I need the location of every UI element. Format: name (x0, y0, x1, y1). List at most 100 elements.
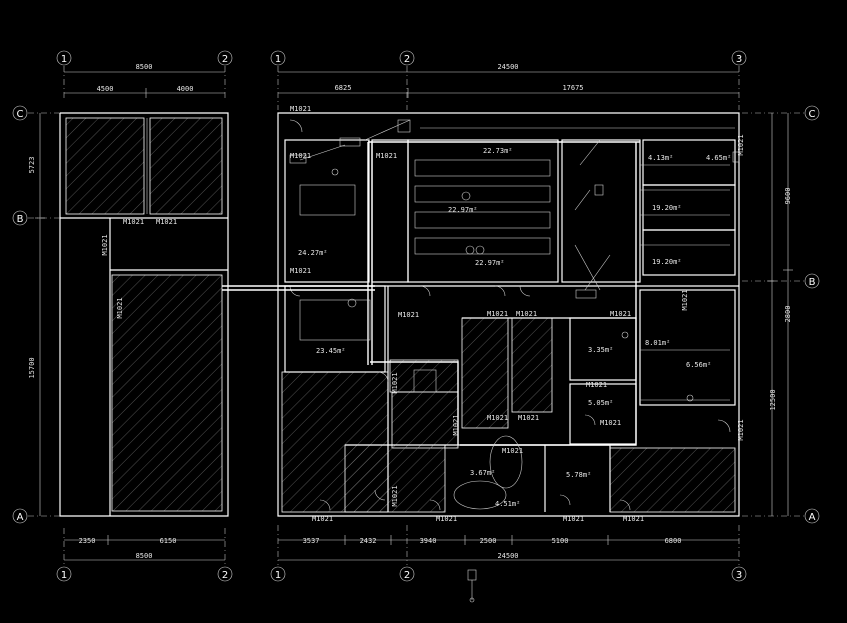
axis-label: 2 (222, 570, 228, 581)
dimension-text: 2432 (360, 537, 377, 545)
area-label: 4.13m² (648, 154, 673, 162)
axis-bubble-bottom-2: 2 (217, 566, 233, 582)
dimension-text: 24500 (497, 63, 518, 71)
axis-label: B (17, 214, 24, 225)
door-label: M1021 (452, 414, 460, 435)
door-label: M1021 (290, 105, 311, 113)
left-door-labels: M1021 M1021 M1021 M1021 (101, 218, 177, 319)
left-plan: 1 2 1 2 C B A (12, 50, 233, 582)
door-label: M1021 (487, 414, 508, 422)
axis-label: B (809, 277, 816, 288)
area-label: 19.20m² (652, 258, 682, 266)
area-label: 24.27m² (298, 249, 328, 257)
axis-label: A (17, 512, 24, 523)
axis-bubble-a: A (804, 508, 820, 524)
dimension-top: 8500 4500 4000 (64, 63, 225, 98)
door-label: M1021 (312, 515, 333, 523)
door-label: M1021 (737, 134, 745, 155)
door-label: M1021 (586, 381, 607, 389)
dimension-text: 5723 (28, 157, 36, 174)
door-label: M1021 (391, 372, 399, 393)
axis-bubble-top-2: 2 (217, 50, 233, 66)
dimension-text: 4000 (177, 85, 194, 93)
axis-label: C (809, 109, 816, 120)
dimension-text: 24500 (497, 552, 518, 560)
axis-bubble-a: A (12, 508, 28, 524)
dimension-text: 6825 (335, 84, 352, 92)
door-label: M1021 (436, 515, 457, 523)
door-label: M1021 (502, 447, 523, 455)
dimension-text: 15700 (28, 357, 36, 378)
door-label: M1021 (398, 311, 419, 319)
dimension-right: 9600 2800 12500 (767, 113, 793, 516)
dimension-text: 9600 (784, 188, 792, 205)
area-label: 22.97m² (475, 259, 505, 267)
dimension-top: 24500 6825 17675 (278, 63, 739, 98)
axis-bubble-c: C (804, 105, 820, 121)
axis-bubble-top-2: 2 (399, 50, 415, 66)
dimension-text: 17675 (562, 84, 583, 92)
axis-bubble-top-3: 3 (731, 50, 747, 66)
area-label: 6.56m² (686, 361, 711, 369)
axis-label: 1 (275, 54, 281, 65)
dimension-text: 3537 (303, 537, 320, 545)
door-labels: M1021 M1021 M1021 M1021 M1021 M1021 M102… (290, 105, 745, 523)
door-label: M1021 (290, 267, 311, 275)
door-label: M1021 (563, 515, 584, 523)
axis-bubble-bottom-3: 3 (731, 566, 747, 582)
dimension-text: 2500 (480, 537, 497, 545)
area-label: 5.05m² (588, 399, 613, 407)
left-building (59, 112, 229, 517)
legend-symbol (469, 580, 475, 603)
door-label: M1021 (101, 234, 109, 255)
area-label: 19.20m² (652, 204, 682, 212)
door-label: M1021 (623, 515, 644, 523)
area-label: 3.35m² (588, 346, 613, 354)
dimension-text: 8500 (136, 63, 153, 71)
area-label: 4.65m² (706, 154, 731, 162)
dimension-text: 6800 (665, 537, 682, 545)
dimension-text: 3940 (420, 537, 437, 545)
area-label: 5.78m² (566, 471, 591, 479)
axis-label: C (17, 109, 24, 120)
dimension-bottom: 3537 2432 3940 2500 5100 6800 24500 (278, 535, 739, 561)
door-label: M1021 (610, 310, 631, 318)
area-label: 4.51m² (495, 500, 520, 508)
dimension-text: 2800 (784, 306, 792, 323)
axis-bubble-top-1: 1 (56, 50, 72, 66)
dimension-text: 12500 (769, 389, 777, 410)
door-label: M1021 (116, 297, 124, 318)
axis-label: 1 (275, 570, 281, 581)
right-plan: 1 2 3 1 2 3 C B (222, 50, 820, 603)
axis-label: 2 (404, 570, 410, 581)
dimension-text: 6150 (160, 537, 177, 545)
dimension-left: 5723 15700 (28, 113, 45, 516)
axis-bubble-top-1: 1 (270, 50, 286, 66)
area-label: 23.45m² (316, 347, 346, 355)
door-label: M1021 (123, 218, 144, 226)
area-labels: 22.73m² 4.13m² 4.65m² 22.97m² 19.20m² 24… (298, 147, 731, 508)
door-label: M1021 (487, 310, 508, 318)
right-building (277, 112, 740, 517)
equipment (289, 119, 740, 581)
axis-label: 2 (222, 54, 228, 65)
axis-bubble-bottom-1: 1 (56, 566, 72, 582)
axis-label: 2 (404, 54, 410, 65)
area-label: 8.01m² (645, 339, 670, 347)
area-label: 22.97m² (448, 206, 478, 214)
door-label: M1021 (516, 310, 537, 318)
axis-label: 3 (736, 570, 742, 581)
axis-label: 1 (61, 54, 67, 65)
pipe-network (222, 119, 735, 510)
axis-bubble-b: B (12, 210, 28, 226)
axis-label: 1 (61, 570, 67, 581)
axis-label: 3 (736, 54, 742, 65)
dimension-text: 4500 (97, 85, 114, 93)
area-label: 3.67m² (470, 469, 495, 477)
dimension-text: 5100 (552, 537, 569, 545)
dimension-bottom: 2350 6150 8500 (64, 535, 225, 561)
door-label: M1021 (600, 419, 621, 427)
door-label: M1021 (518, 414, 539, 422)
axis-bubble-bottom-2: 2 (399, 566, 415, 582)
